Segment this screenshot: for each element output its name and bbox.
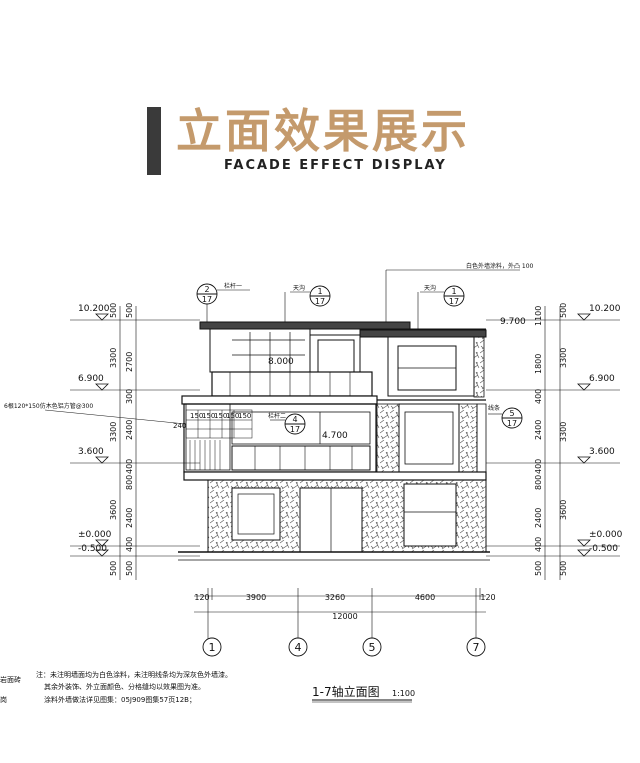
left-inner-dim-3: 300 [125,389,134,404]
left-level-neg500: -0.500 [78,544,107,554]
label-beam-240: 240 [173,422,186,430]
left-cut-text-1: 岩面砖 [0,675,21,684]
axis-7: 7 [473,641,480,654]
right-outer-dim-5: 500 [559,561,568,576]
right-inner-dim-8: 400 [534,537,543,552]
hdim-1: 120 [194,593,209,602]
callout-3-num: 1 [451,287,456,296]
hdim-3: 3260 [325,593,345,602]
left-inner-dim-5: 400 [125,459,134,474]
roof-slab-left [199,321,411,330]
note-line-2: 其余外装饰、外立面颜色、分格缝均以效果图为准。 [44,682,205,691]
label-gutter1: 天沟 [293,284,305,292]
left-outer-dim-1: 500 [109,303,118,318]
left-level-0000: ±0.000 [78,530,112,540]
left-cut-text-2: 岗 [0,696,7,704]
mid-level-8000: 8.000 [268,357,294,367]
right-level-3600: 3.600 [589,447,615,457]
axis-4: 4 [295,641,302,654]
right-outer-dim-1: 500 [559,303,568,318]
left-level-10200: 10.200 [78,304,110,314]
left-inner-dim-7: 2400 [125,508,134,528]
right-level-6900: 6.900 [589,374,615,384]
callout-3-den: 17 [449,297,459,306]
axis-bubbles [202,637,486,657]
callout-5-den: 17 [507,419,517,428]
label-beam-note: 6根120*150仿木色铝方管@300 [4,402,93,410]
left-level-3600: 3.600 [78,447,104,457]
hdim-total: 12000 [332,612,357,621]
left-inner-dim-4: 2400 [125,420,134,440]
right-level-neg500: -0.500 [589,544,618,554]
left-outer-dim-5: 500 [109,561,118,576]
left-outer-dim-4: 3600 [109,500,118,520]
horizontal-dimensions [194,588,486,640]
beam-grid-4: 150 [226,412,239,420]
right-inner-dim-1: 1100 [534,306,543,326]
hdim-2: 3900 [246,593,266,602]
right-outer-dim-2: 3300 [559,348,568,368]
right-inner-dim-6: 800 [534,475,543,490]
right-inner-dim-3: 400 [534,389,543,404]
label-railing1: 栏杆一 [224,282,242,290]
mid-level-4700: 4.700 [322,431,348,441]
top-level-9700: 9.700 [500,317,526,327]
callout-2-den: 17 [315,297,325,306]
left-inner-dim-6: 800 [125,475,134,490]
callout-5-num: 5 [509,409,514,418]
left-inner-dim-9: 500 [125,561,134,576]
axis-5: 5 [369,641,376,654]
label-line-foot: 线条 [488,404,500,412]
callout-4-num: 4 [292,415,297,424]
roof-slab-right [359,329,487,338]
hdim-5: 120 [480,593,495,602]
label-top-right-note: 白色外墙涂料，外凸 100 [466,262,534,270]
right-inner-dim-9: 500 [534,561,543,576]
drawing-title: 1-7轴立面图 [312,684,380,699]
left-outer-dim-3: 3300 [109,422,118,442]
left-inner-dim-1: 500 [125,303,134,318]
axis-1: 1 [209,641,216,654]
left-outer-dim-2: 3300 [109,348,118,368]
callout-4-den: 17 [290,425,300,434]
page-subtitle: FACADE EFFECT DISPLAY [224,158,447,173]
right-outer-dim-4: 3600 [559,500,568,520]
beam-grid-2: 150 [202,412,215,420]
page-title: 立面效果展示 [176,104,470,158]
drawing-scale: 1:100 [392,689,415,698]
right-level-0000: ±0.000 [589,530,623,540]
beam-grid-3: 150 [214,412,227,420]
beam-grid-1: 150 [190,412,203,420]
level-triangles [95,313,591,557]
right-outer-dim-3: 3300 [559,422,568,442]
callout-1-num: 2 [204,285,209,294]
note-line-3: 涂料外墙做法详见图集：05J909图集57页12B； [44,695,196,704]
left-inner-dim-2: 2700 [125,352,134,372]
right-inner-dim-2: 1800 [534,354,543,374]
hdim-4: 4600 [415,593,435,602]
right-inner-dim-7: 2400 [534,508,543,528]
right-level-10200: 10.200 [589,304,621,314]
building [178,321,490,561]
note-line-1: 注：未注明墙面均为白色涂料，未注明线条均为深灰色外墙漆。 [36,670,232,679]
callout-2-num: 1 [317,287,322,296]
left-level-6900: 6.900 [78,374,104,384]
right-inner-dim-5: 400 [534,459,543,474]
callout-1-den: 17 [202,295,212,304]
beam-grid [44,409,253,439]
label-gutter2: 天沟 [424,284,436,292]
beam-grid-5: 150 [238,412,251,420]
callouts [196,269,523,435]
level-lines [70,306,620,580]
label-railing2: 栏杆二 [268,412,286,420]
right-inner-dim-4: 2400 [534,420,543,440]
left-inner-dim-8: 400 [125,537,134,552]
header-accent-bar [147,107,161,175]
